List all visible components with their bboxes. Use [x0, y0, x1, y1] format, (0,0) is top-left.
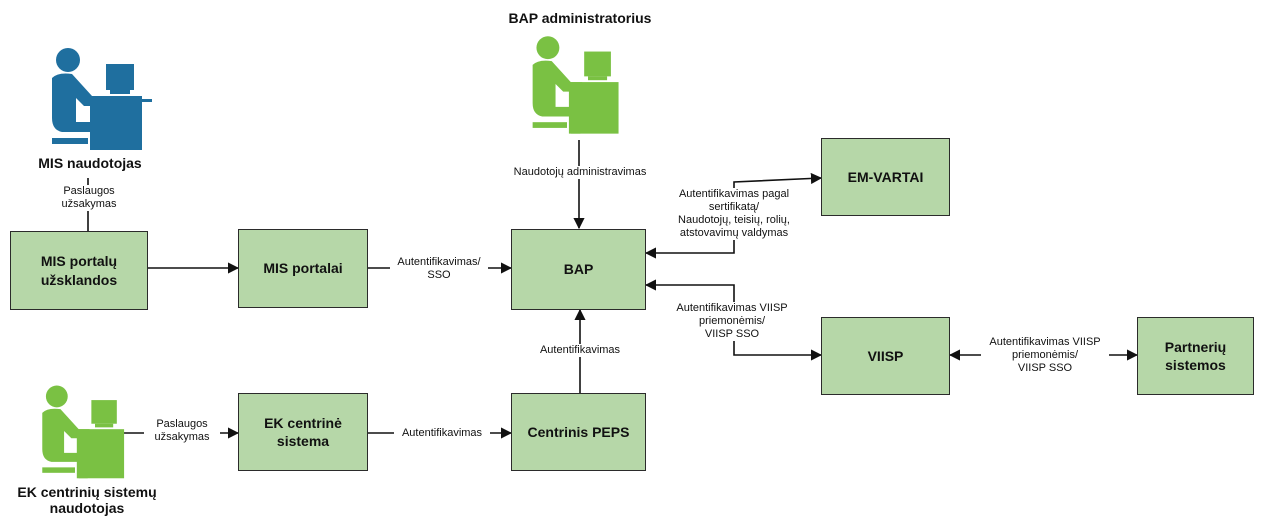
box-central-peps[interactable]: Centrinis PEPS — [511, 393, 646, 471]
person-at-computer-icon — [42, 385, 125, 479]
actor-ek-user-label: EK centrinių sistemų naudotojas — [17, 484, 157, 517]
edge-label-viisp-partners: Autentifikavimas VIISP priemonėmis/ VIIS… — [981, 336, 1109, 375]
actor-bap-admin-label: BAP administratorius — [508, 10, 652, 26]
box-mis-portals[interactable]: MIS portalai — [238, 229, 368, 308]
box-em-vartai[interactable]: EM-VARTAI — [821, 138, 950, 216]
box-bap[interactable]: BAP — [511, 229, 646, 310]
edge-label-bap-viisp: Autentifikavimas VIISP priemonėmis/ VIIS… — [664, 302, 800, 341]
edge-label-portals-to-bap: Autentifikavimas/ SSO — [390, 256, 488, 282]
edge-label-bap-em-vartai: Autentifikavimas pagal sertifikatą/ Naud… — [668, 188, 800, 240]
edge-label-ek-user-order: Paslaugos užsakymas — [144, 418, 220, 444]
box-ek-central[interactable]: EK centrinė sistema — [238, 393, 368, 471]
box-mis-interceptors[interactable]: MIS portalų užsklandos — [10, 231, 148, 310]
person-at-computer-icon — [532, 36, 619, 134]
edge-label-ek-to-peps: Autentifikavimas — [394, 427, 490, 440]
box-partners[interactable]: Partnerių sistemos — [1137, 317, 1254, 395]
person-at-computer-icon — [52, 48, 152, 150]
edge-label-admin-to-bap: Naudotojų administravimas — [500, 166, 660, 179]
box-viisp[interactable]: VIISP — [821, 317, 950, 395]
actor-mis-user-label: MIS naudotojas — [38, 155, 142, 171]
edge-label-mis-user-order: Paslaugos užsakymas — [54, 185, 124, 211]
edge-label-peps-to-bap: Autentifikavimas — [530, 344, 630, 357]
